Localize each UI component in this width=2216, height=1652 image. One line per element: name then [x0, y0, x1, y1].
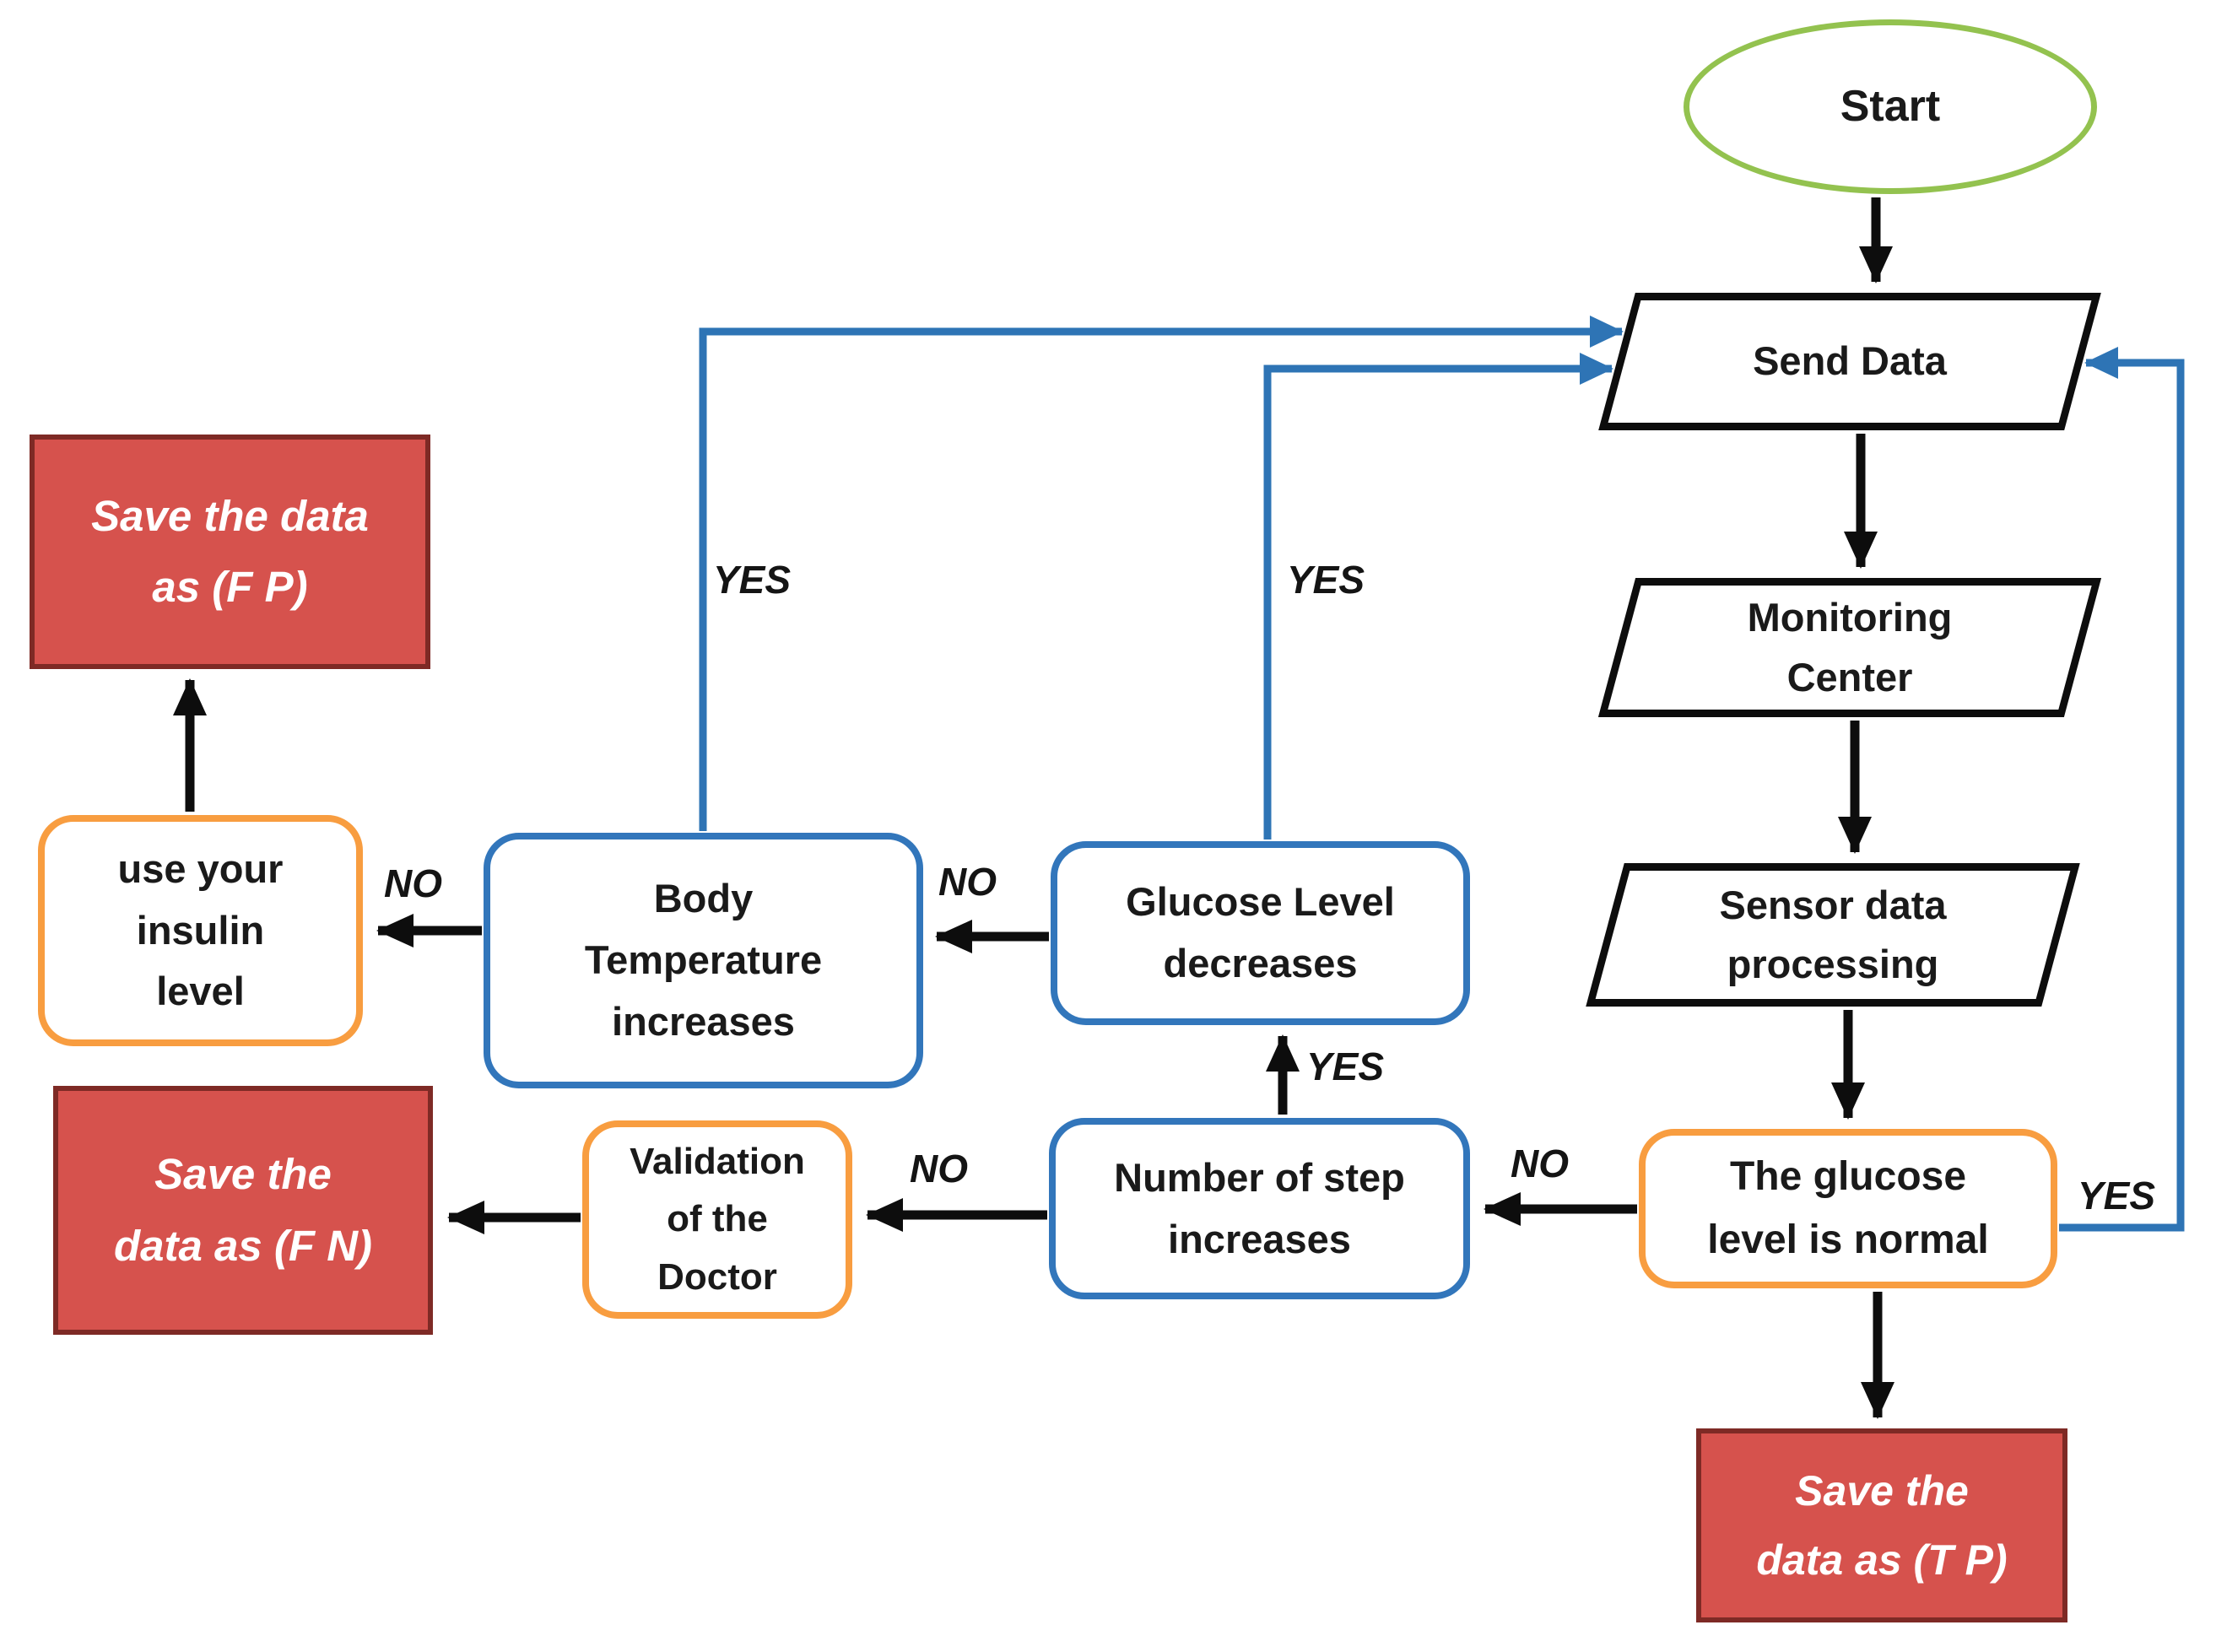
- node-start: Start: [1684, 19, 2097, 194]
- node-start-label: Start: [1840, 82, 1941, 132]
- node-monitoring-center-label: Monitoring Center: [1747, 595, 1953, 699]
- node-sensor-data-processing-label: Sensor data processing: [1719, 882, 1947, 987]
- node-number-of-step-increases: Number of step increases: [1049, 1118, 1470, 1299]
- edge-glucose-normal-yes-to-send-data: [2059, 347, 2185, 1232]
- node-glucose-level-decreases: Glucose Level decreases: [1051, 841, 1470, 1025]
- node-monitoring-center: Monitoring Center: [1597, 578, 2102, 717]
- node-body-temperature-increases-label: Body Temperature increases: [584, 876, 823, 1044]
- node-save-data-tp: Save the data as (T P): [1696, 1428, 2067, 1622]
- node-glucose-level-normal-label: The glucose level is normal: [1707, 1154, 1989, 1262]
- node-glucose-level-decreases-label: Glucose Level decreases: [1126, 879, 1395, 985]
- edge-label-no-glucose-decreases: NO: [938, 860, 997, 904]
- edge-label-no-number-step: NO: [910, 1147, 968, 1190]
- node-save-data-fp: Save the data as (F P): [30, 435, 430, 669]
- node-body-temperature-increases: Body Temperature increases: [484, 833, 923, 1088]
- node-send-data-label: Send Data: [1753, 338, 1947, 384]
- node-validation-of-the-doctor: Validation of the Doctor: [582, 1120, 852, 1319]
- edge-label-no-glucose-normal: NO: [1511, 1142, 1569, 1185]
- node-save-data-fp-label: Save the data as (F P): [91, 491, 369, 611]
- edge-body-temp-yes-to-send-data: [699, 316, 1624, 831]
- edge-label-no-body-temp: NO: [384, 861, 442, 905]
- node-use-your-insulin-level: use your insulin level: [38, 815, 363, 1046]
- node-send-data: Send Data: [1598, 293, 2101, 430]
- node-save-data-tp-label: Save the data as (T P): [1756, 1466, 2008, 1585]
- node-save-data-fn-label: Save the data as (F N): [113, 1150, 373, 1270]
- node-save-data-fn: Save the data as (F N): [53, 1086, 433, 1335]
- node-use-your-insulin-level-label: use your insulin level: [117, 845, 284, 1014]
- node-validation-of-the-doctor-label: Validation of the Doctor: [630, 1141, 805, 1298]
- edge-label-yes-body-temp: YES: [713, 558, 792, 602]
- edge-label-yes-glucose-normal: YES: [2078, 1174, 2156, 1217]
- node-sensor-data-processing: Sensor data processing: [1586, 863, 2080, 1007]
- edge-label-yes-glucose-decreases: YES: [1287, 558, 1365, 602]
- edge-label-yes-number-step: YES: [1306, 1045, 1385, 1088]
- node-glucose-level-normal: The glucose level is normal: [1639, 1129, 2057, 1288]
- node-number-of-step-increases-label: Number of step increases: [1114, 1154, 1405, 1261]
- edge-glucose-decreases-yes-to-send-data: [1263, 353, 1613, 839]
